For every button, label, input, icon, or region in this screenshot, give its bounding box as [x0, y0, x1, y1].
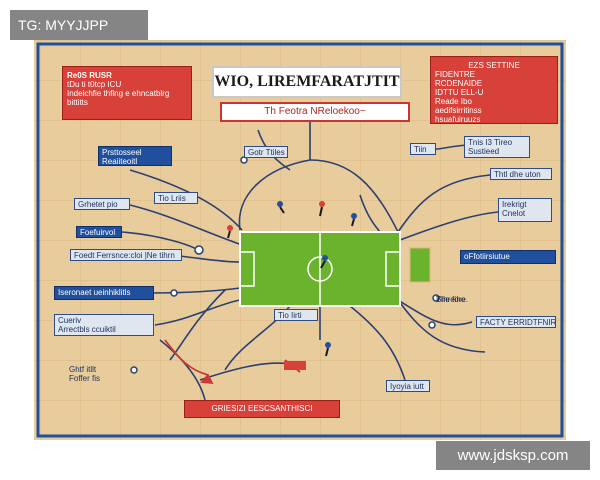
- label-left-7: Cueriv Arrectbls ccuiktil: [54, 314, 154, 336]
- label-right-4: Irekrigt Cnelot: [498, 198, 552, 222]
- watermark-bottom-right: www.jdsksp.com: [436, 441, 590, 470]
- page-title: WIO, LIREMFARATJTIT: [212, 66, 402, 98]
- label-center-3: The fore.: [436, 295, 469, 304]
- label-line: Cueriv: [58, 316, 82, 325]
- label-right-1: Tiin: [410, 143, 436, 155]
- label-left-6: Iseronaet ueinhiklitls: [54, 286, 154, 300]
- label-right-7: FACTY ERRIDTFNIRI: [476, 316, 556, 328]
- label-left-5: Foedt Ferrsnce:cloi |Ne tihrn: [70, 249, 182, 261]
- panel-line: RCDENAIDE: [435, 79, 483, 88]
- bottom-banner: GRIESIZI EESCSANTHISCI: [184, 400, 340, 418]
- label-line: Tnis I3 Tireo: [468, 138, 513, 147]
- red-marker: [284, 361, 306, 370]
- page-subtitle: Th Feotra NReloekoo~: [220, 102, 410, 122]
- label-line: Sustieed: [468, 147, 500, 156]
- label-line: Prsttosseel: [102, 148, 142, 157]
- panel-line: EZS SETTINE: [468, 61, 520, 70]
- label-line: Reaiiteoitl: [102, 157, 138, 166]
- label-line: Grhetet: [78, 200, 105, 209]
- label-right-8: Iyoyia iutt: [386, 380, 430, 392]
- label-right-3: Thtl dhe uton: [490, 168, 552, 180]
- label-left-1: Prsttosseel Reaiiteoitl: [98, 146, 172, 166]
- label-left-2: Tio Lriis: [154, 192, 198, 204]
- panel-line: IDTTU ELL-U: [435, 88, 484, 97]
- label-left-4: Foefuirvol: [76, 226, 122, 238]
- label-center-2: Tio Iirti: [274, 309, 318, 321]
- panel-line: FIDENTRE: [435, 70, 475, 79]
- label-right-6: Bihreihe: [436, 295, 466, 304]
- label-right-2: Tnis I3 Tireo Sustieed: [464, 136, 530, 158]
- label-right-5: oFfotiirsiutue: [460, 250, 556, 264]
- panel-line: Reade Ibo: [435, 97, 472, 106]
- label-line: Ghtf itllt: [69, 365, 97, 374]
- label-left-3: Grhetet pio: [74, 198, 130, 210]
- label-line: Foffer fis: [69, 374, 100, 383]
- label-line: pio: [106, 200, 118, 209]
- panel-line: Indeichfie thfing e ehncatblrg: [67, 89, 170, 98]
- label-line: Arrectbls ccuiktil: [58, 325, 116, 334]
- label-left-8: Ghtf itllt Foffer fis: [66, 364, 116, 386]
- top-right-info-panel: EZS SETTINE FIDENTRE RCDENAIDE IDTTU ELL…: [430, 56, 558, 124]
- top-left-info-panel: Re0S RUSR tDu ti t0tcp ICU Indeichfie th…: [62, 66, 192, 120]
- watermark-top-left: TG: MYYJJPP: [10, 10, 148, 40]
- panel-line: aedifsirritinss: [435, 106, 482, 115]
- panel-line: hsuafuiruuzs: [435, 115, 481, 124]
- poster-border: [36, 42, 564, 438]
- label-line: Cnelot: [502, 209, 526, 218]
- label-center-1: Gotr Ttiles: [244, 146, 288, 158]
- panel-line: tDu ti t0tcp ICU: [67, 80, 122, 89]
- soccer-pitch: [239, 231, 401, 307]
- label-line: Irekrigt: [502, 200, 527, 209]
- panel-line: bittitts: [67, 98, 88, 107]
- player-icons: [227, 201, 357, 357]
- goal-box: [409, 247, 431, 283]
- panel-line: Re0S RUSR: [67, 71, 112, 80]
